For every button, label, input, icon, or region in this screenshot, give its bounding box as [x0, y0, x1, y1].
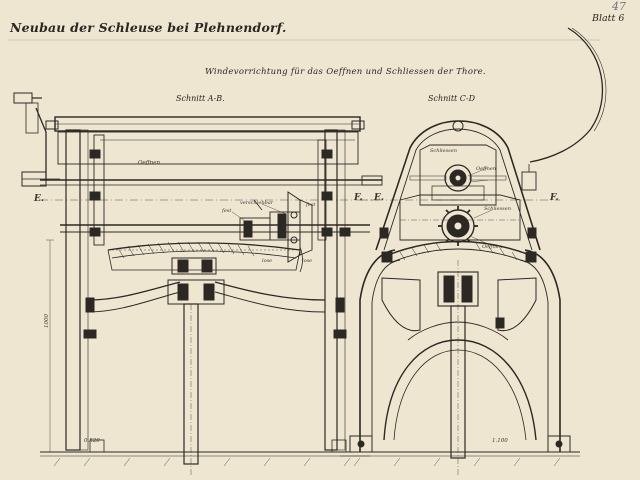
marker-e-left: E. — [34, 194, 44, 204]
drawing-title: Neubau der Schleuse bei Plehnendorf. — [10, 20, 287, 35]
sheet-label: Blatt 6 — [592, 13, 625, 24]
marker-f-right: F. — [550, 193, 559, 203]
dimension-base-right: 1.100 — [492, 438, 508, 444]
label-schliessen: Schliessen — [430, 148, 457, 154]
marker-e-mid: E. — [374, 193, 384, 203]
label-lose-2: lose — [302, 258, 313, 264]
label-fest-2: fest — [306, 202, 316, 208]
label-verschiebbar: verschiebbar — [240, 200, 274, 206]
label-fest: fest — [222, 208, 232, 214]
label-oeffnen-2: Oeffnen — [476, 166, 496, 172]
drawing-subtitle: Windevorrichtung für das Oeffnen und Sch… — [205, 67, 486, 77]
section-ab-title: Schnitt A-B. — [176, 94, 225, 103]
label-schliessen-2: Schliessen — [484, 206, 511, 212]
label-lose: lose — [262, 258, 273, 264]
lever-arc — [529, 27, 603, 163]
section-ab-view — [13, 92, 383, 475]
marker-f-mid: F. — [354, 193, 363, 203]
label-oeffnen: Oeffnen — [138, 160, 160, 166]
section-cd-view — [340, 120, 580, 475]
dimension-height: 1000 — [44, 314, 50, 328]
section-cd-title: Schnitt C-D — [428, 94, 476, 103]
page-number: 47 — [612, 0, 626, 13]
dimension-base-left: 0.520 — [84, 438, 100, 444]
label-oeffnen-3: Oeffnen — [482, 244, 502, 250]
